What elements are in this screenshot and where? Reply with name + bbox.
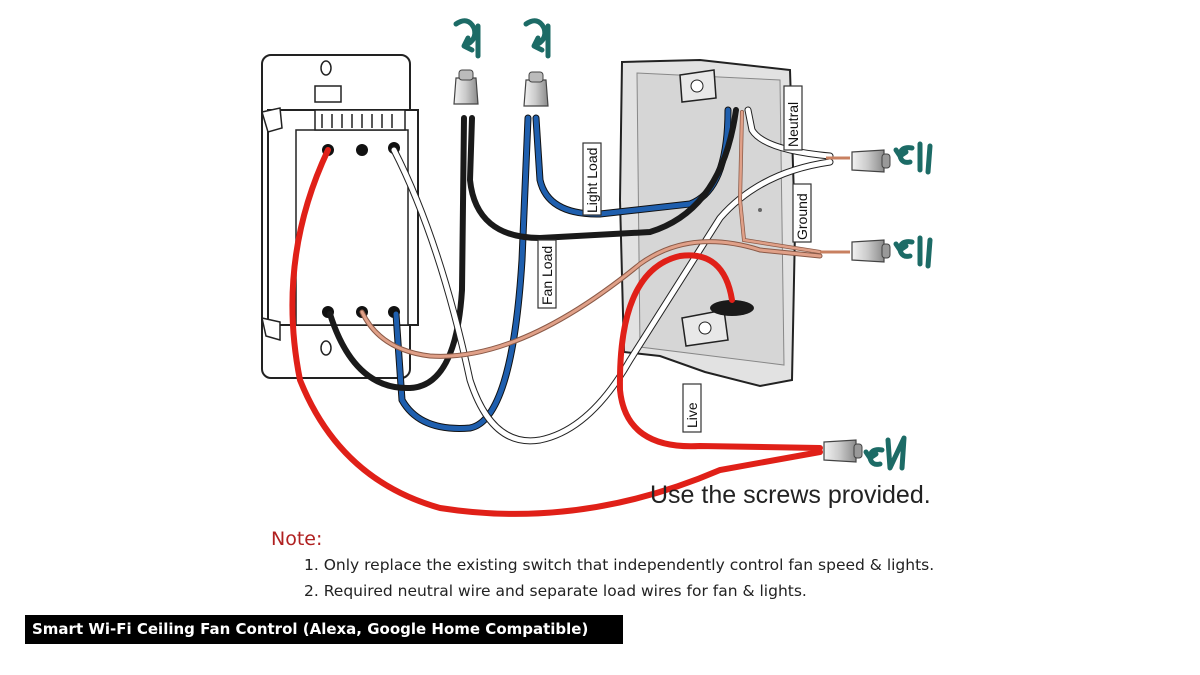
wire-nut-icon [523,71,549,107]
light-load-label: Light Load [584,148,600,213]
fan-load-label: Fan Load [539,246,555,305]
note-block: Note: 1. Only replace the existing switc… [271,528,934,604]
neutral-label: Neutral [785,102,801,147]
wire-nut-icon [826,149,891,173]
wire-nut-icon [820,239,891,263]
wire-tags: Light Load Fan Load Neutral Ground Live [537,85,812,433]
note-item: 1. Only replace the existing switch that… [304,556,935,574]
wires [289,106,834,517]
twist-arrow-icon [863,435,907,471]
note-item: 2. Required neutral wire and separate lo… [304,582,807,600]
twist-arrow-icon [893,141,933,175]
wire-nut-icon [823,439,863,463]
twist-arrow-icon [523,18,551,59]
twist-arrow-icon [453,18,481,59]
twist-arrow-icon [893,235,933,269]
note-title: Note: [271,528,323,550]
wiring-diagram: Light Load Fan Load Neutral Ground Live [261,18,933,517]
instruction-text: Use the screws provided. [650,481,931,509]
wire-nut-icon [453,69,479,105]
live-label: Live [684,402,700,428]
ground-label: Ground [794,193,810,240]
caption-bar: Smart Wi-Fi Ceiling Fan Control (Alexa, … [25,615,623,644]
